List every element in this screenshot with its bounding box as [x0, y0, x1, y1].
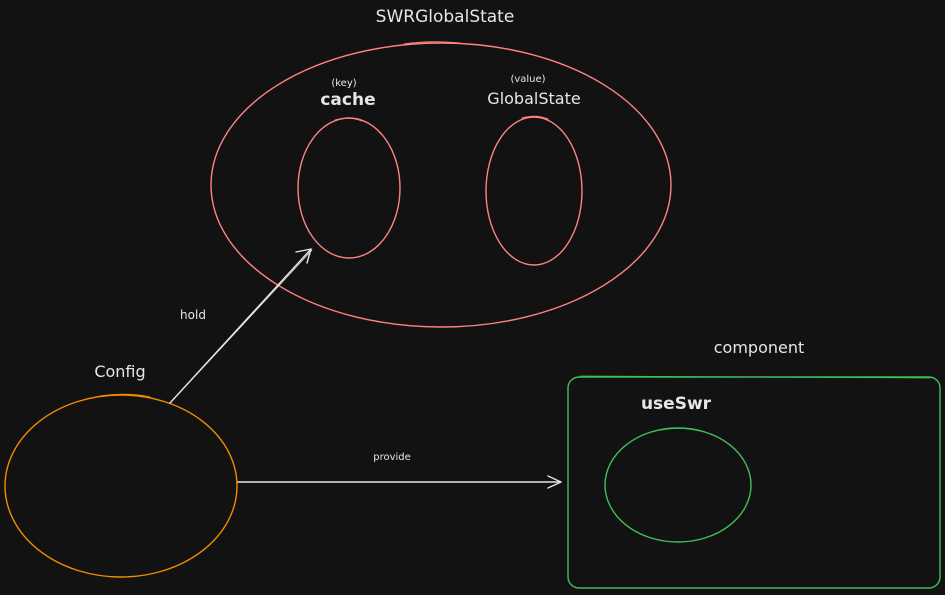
hold-arrow-line-overlap — [171, 249, 313, 402]
hold-arrowhead — [295, 248, 312, 264]
use-swr-group[interactable]: useSwr — [604, 394, 752, 543]
use-swr-label: useSwr — [641, 394, 712, 414]
hold-edge[interactable]: hold — [169, 248, 313, 404]
global-state-value-sublabel: (value) — [510, 74, 545, 85]
provide-arrowhead — [547, 475, 562, 489]
hold-label: hold — [180, 308, 206, 322]
config-stroke-overlap — [99, 393, 151, 398]
component-label: component — [714, 338, 805, 357]
global-state-value-label: GlobalState — [487, 89, 580, 108]
use-swr-stroke-overlap — [659, 427, 701, 432]
global-state-value-ellipse[interactable] — [485, 116, 583, 266]
cache-group[interactable]: (key) cache — [297, 78, 401, 259]
component-group[interactable]: component — [567, 338, 941, 589]
provide-edge[interactable]: provide — [237, 452, 562, 489]
config-label: Config — [94, 362, 145, 381]
swr-global-state-group[interactable]: SWRGlobalState — [210, 7, 672, 328]
global-state-value-stroke-overlap — [521, 115, 549, 120]
config-ellipse[interactable] — [4, 394, 238, 578]
swr-global-state-ellipse[interactable] — [210, 42, 672, 328]
cache-stroke-overlap — [334, 117, 363, 122]
provide-label: provide — [373, 452, 411, 463]
swr-global-state-label: SWRGlobalState — [376, 7, 515, 27]
cache-sublabel: (key) — [331, 78, 356, 89]
config-group[interactable]: Config — [4, 362, 238, 578]
component-box-stroke-overlap — [579, 375, 931, 379]
cache-label: cache — [320, 90, 375, 110]
swr-global-state-stroke-overlap — [403, 41, 461, 45]
global-state-value-group[interactable]: (value) GlobalState — [485, 74, 583, 266]
